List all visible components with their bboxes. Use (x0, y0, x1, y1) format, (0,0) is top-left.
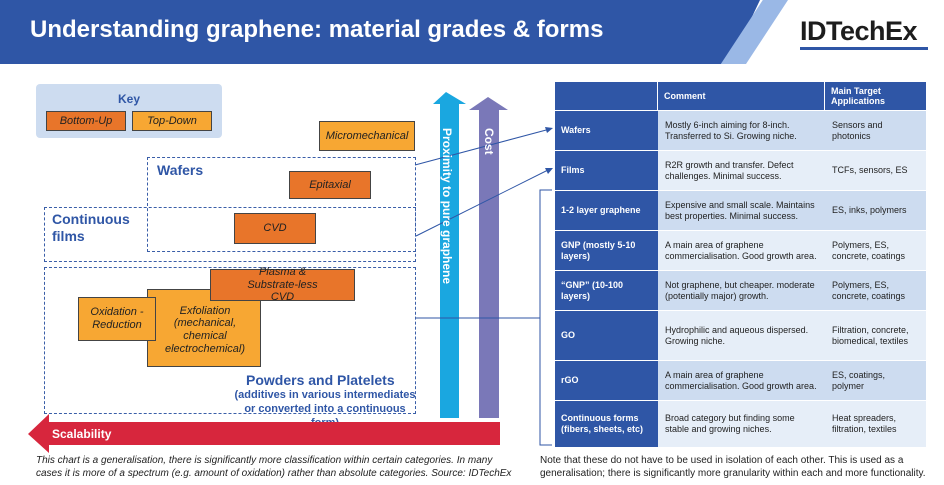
powders-group (44, 267, 416, 414)
row-applications: TCFs, sensors, ES (825, 150, 926, 190)
powders-sublabel: (additives in various intermediates or c… (234, 389, 416, 429)
wafers-label: Wafers (157, 162, 204, 178)
left-caption: This chart is a generalisation, there is… (36, 455, 512, 479)
cvd-chip: CVD (234, 213, 316, 244)
row-name: Wafers (555, 110, 658, 150)
continuous-films-label: Continuous films (52, 211, 130, 244)
micromechanical-chip: Micromechanical (319, 121, 415, 151)
proximity-arrow (433, 92, 466, 418)
table-row: “GNP” (10-100 layers) Not graphene, but … (555, 270, 926, 310)
row-comment: R2R growth and transfer. Defect challeng… (658, 150, 825, 190)
row-name: Films (555, 150, 658, 190)
wafers-group (147, 157, 416, 252)
powders-label: Powders and Platelets (246, 372, 395, 388)
films-connector (415, 168, 551, 237)
exfoliation-chip: Exfoliation (mechanical, chemical electr… (147, 289, 261, 367)
row-name: 1-2 layer graphene (555, 190, 658, 230)
row-name: GO (555, 310, 658, 360)
row-comment: A main area of graphene commercialisatio… (658, 230, 825, 270)
right-note: Note that these do not have to be used i… (540, 455, 926, 479)
header-banner: Understanding graphene: material grades … (0, 0, 944, 64)
page-title: Understanding graphene: material grades … (30, 16, 604, 43)
table-header-comment: Comment (658, 82, 825, 110)
header-background (0, 0, 760, 64)
key-top-down: Top-Down (132, 111, 212, 131)
row-comment: Mostly 6-inch aiming for 8-inch. Transfe… (658, 110, 825, 150)
continuous-films-group (44, 207, 416, 262)
key-bottom-up: Bottom-Up (46, 111, 126, 131)
table-row: rGO A main area of graphene commercialis… (555, 360, 926, 400)
table-row: Continuous forms (fibers, sheets, etc) B… (555, 400, 926, 447)
powders-bracket (539, 189, 552, 446)
row-name: GNP (mostly 5-10 layers) (555, 230, 658, 270)
proximity-arrow-label: Proximity to pure graphene (440, 128, 454, 285)
row-comment: A main area of graphene commercialisatio… (658, 360, 825, 400)
wafers-connector (414, 128, 551, 166)
table-row: GNP (mostly 5-10 layers) A main area of … (555, 230, 926, 270)
row-comment: Broad category but finding some stable a… (658, 400, 825, 447)
table-row: Films R2R growth and transfer. Defect ch… (555, 150, 926, 190)
row-applications: Sensors and photonics (825, 110, 926, 150)
row-name: Continuous forms (fibers, sheets, etc) (555, 400, 658, 447)
table-header-applications: Main Target Applications (825, 82, 926, 110)
scalability-arrow-label: Scalability (52, 427, 112, 441)
table-row: Wafers Mostly 6-inch aiming for 8-inch. … (555, 110, 926, 150)
table-row: 1-2 layer graphene Expensive and small s… (555, 190, 926, 230)
scalability-arrow (28, 414, 500, 453)
cost-arrow (469, 97, 508, 418)
grades-table: Comment Main Target Applications Wafers … (555, 82, 926, 447)
row-applications: Heat spreaders, filtration, textiles (825, 400, 926, 447)
key-title: Key (117, 92, 140, 106)
epitaxial-chip: Epitaxial (289, 171, 371, 199)
oxidation-chip: Oxidation - Reduction (78, 297, 156, 341)
row-name: “GNP” (10-100 layers) (555, 270, 658, 310)
films-connector-head (545, 168, 553, 174)
row-applications: ES, inks, polymers (825, 190, 926, 230)
brand-underline (800, 47, 928, 50)
row-applications: ES, coatings, polymer (825, 360, 926, 400)
row-applications: Polymers, ES, concrete, coatings (825, 270, 926, 310)
row-comment: Not graphene, but cheaper. moderate (pot… (658, 270, 825, 310)
table-header-row: Comment Main Target Applications (555, 82, 926, 110)
row-comment: Hydrophilic and aqueous dispersed. Growi… (658, 310, 825, 360)
plasma-chip: Plasma & Substrate-less CVD (210, 266, 355, 303)
row-applications: Polymers, ES, concrete, coatings (825, 230, 926, 270)
row-comment: Expensive and small scale. Maintains bes… (658, 190, 825, 230)
row-applications: Filtration, concrete, biomedical, textil… (825, 310, 926, 360)
table-row: GO Hydrophilic and aqueous dispersed. Gr… (555, 310, 926, 360)
table-header-blank (555, 82, 658, 110)
key-legend: Key Bottom-Up Top-Down (36, 84, 222, 138)
cost-arrow-label: Cost (482, 128, 496, 155)
wafers-connector-head (545, 127, 553, 133)
row-name: rGO (555, 360, 658, 400)
brand-logo: IDTechEx (800, 16, 918, 46)
